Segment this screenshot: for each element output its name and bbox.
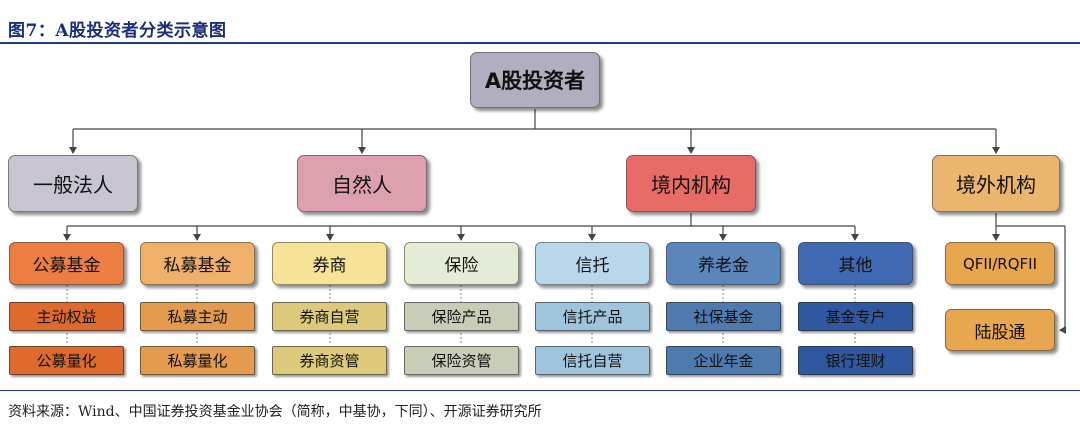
bottom-rule (0, 390, 1080, 391)
node-enterprise-annuity: 企业年金 (666, 346, 781, 375)
top-rule (0, 42, 1080, 44)
node-trust: 信托 (535, 242, 650, 285)
node-fund-special-account: 基金专户 (798, 302, 913, 331)
source-note: 资料来源：Wind、中国证券投资基金业协会（简称，中基协，下同）、开源证券研究所 (8, 404, 542, 420)
node-insurance-product: 保险产品 (404, 302, 519, 331)
node-bank-wealth-mgmt: 银行理财 (798, 346, 913, 375)
node-trust-product: 信托产品 (535, 302, 650, 331)
node-natural-person: 自然人 (297, 155, 427, 212)
node-public-quant: 公募量化 (9, 346, 124, 375)
node-insurance: 保险 (404, 242, 519, 285)
node-private-fund: 私募基金 (140, 242, 255, 285)
node-broker-asset-mgmt: 券商资管 (272, 346, 387, 375)
node-broker-proprietary: 券商自营 (272, 302, 387, 331)
node-social-security: 社保基金 (666, 302, 781, 331)
node-other: 其他 (798, 242, 913, 285)
node-domestic-institution: 境内机构 (626, 155, 756, 212)
root-node: A股投资者 (470, 52, 600, 108)
node-foreign-institution: 境外机构 (932, 155, 1060, 212)
node-trust-proprietary: 信托自营 (535, 346, 650, 375)
node-public-active-equity: 主动权益 (9, 302, 124, 331)
node-private-quant: 私募量化 (140, 346, 255, 375)
node-general-corporate: 一般法人 (8, 155, 138, 212)
node-public-fund: 公募基金 (9, 242, 124, 285)
node-insurance-asset-mgmt: 保险资管 (404, 346, 519, 375)
node-qfii-rqfii: QFII/RQFII (945, 242, 1055, 285)
figure-title: 图7：A股投资者分类示意图 (8, 21, 227, 41)
node-pension: 养老金 (666, 242, 781, 285)
node-private-active: 私募主动 (140, 302, 255, 331)
node-stock-connect: 陆股通 (945, 309, 1055, 351)
node-broker: 券商 (272, 242, 387, 285)
